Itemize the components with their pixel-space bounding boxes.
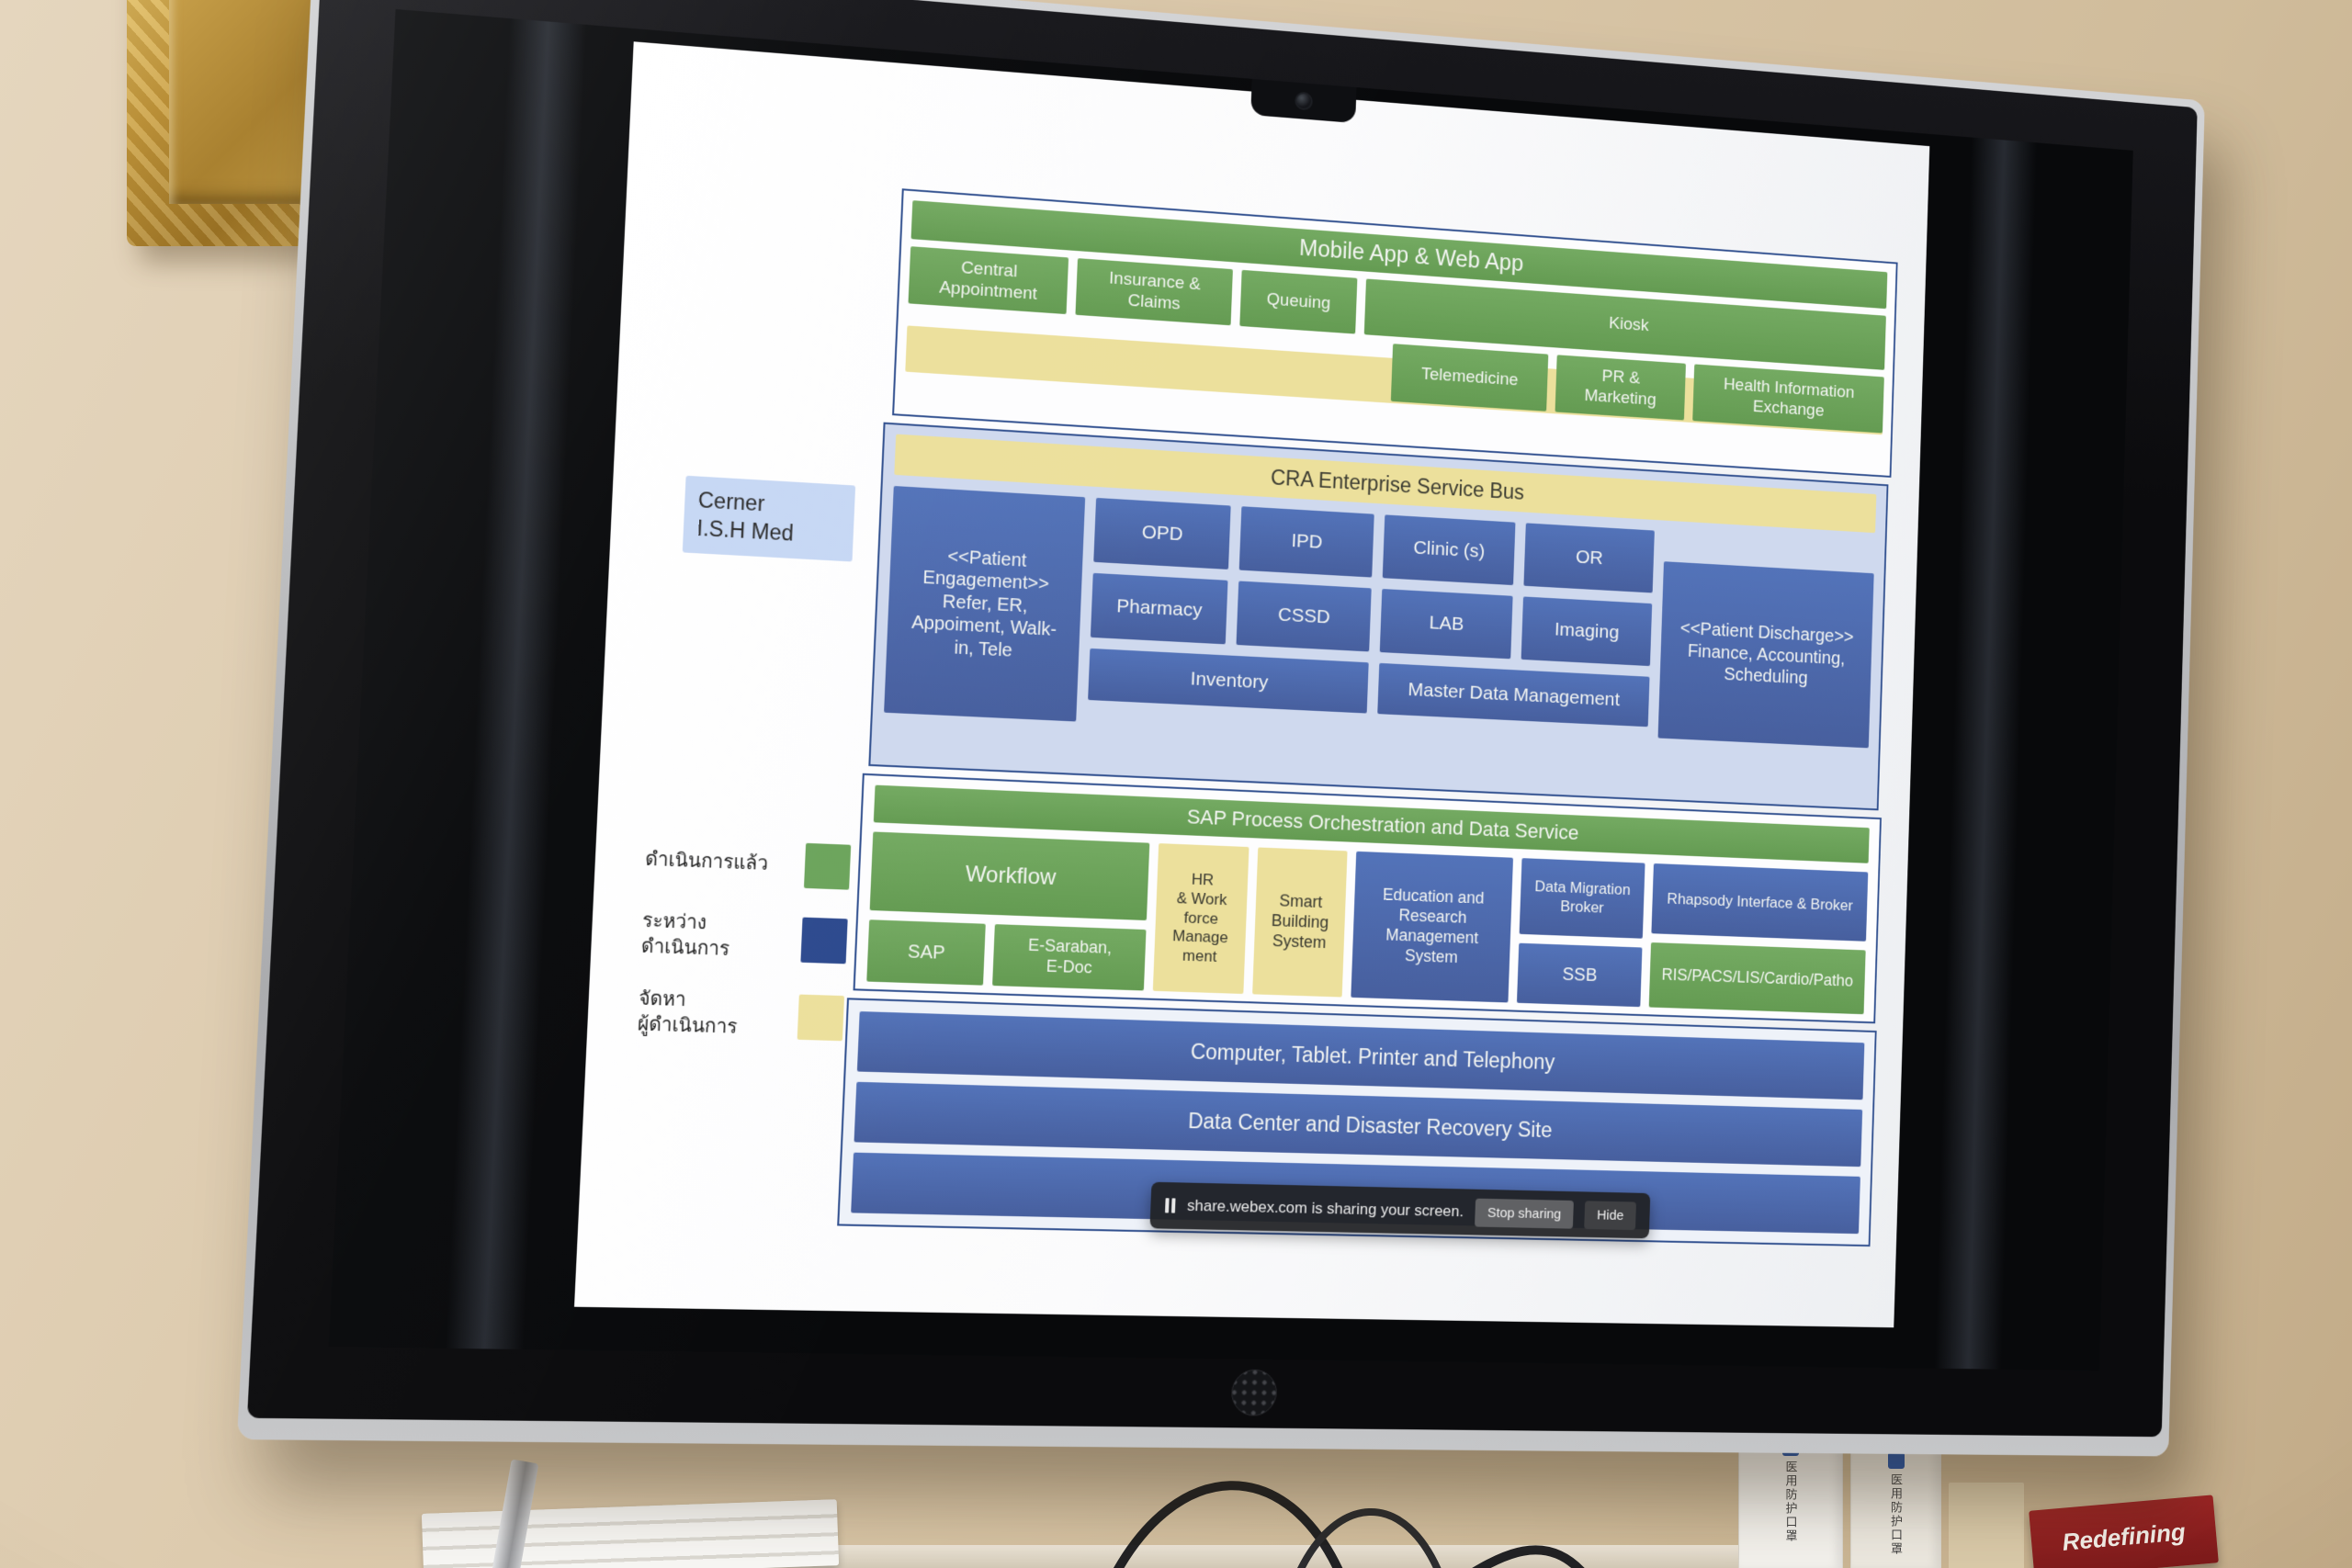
box-smart-building: Smart Building System <box>1252 847 1348 998</box>
tier-core-group: CRA Enterprise Service Bus <<Patient Eng… <box>868 422 1889 811</box>
box-data-migration-broker: Data Migration Broker <box>1519 858 1645 939</box>
box-lab: LAB <box>1379 589 1513 660</box>
legend: ดำเนินการแล้ว ระหว่าง ดำเนินการ จัดหา ผู… <box>637 837 852 1043</box>
legend-swatch-yellow <box>797 994 845 1042</box>
box-pharmacy: Pharmacy <box>1090 572 1228 645</box>
cerner-label: Cerner I.S.H Med <box>682 475 856 562</box>
box-sap: SAP <box>866 919 986 986</box>
presentation-slide: Cerner I.S.H Med ดำเนินการแล้ว ระหว่าง ด… <box>574 41 1930 1328</box>
legend-swatch-navy <box>800 917 848 964</box>
book-spine-text: 医用防护口罩 <box>1889 1473 1904 1556</box>
monitor-logo-button <box>1230 1369 1278 1416</box>
book-spine-text: 医用防护口罩 <box>1783 1461 1798 1543</box>
box-patient-engagement: <<Patient Engagement>> Refer, ER, Appoim… <box>884 485 1086 722</box>
box-queuing: Queuing <box>1239 269 1358 334</box>
legend-swatch-green <box>803 842 852 890</box>
box-inventory: Inventory <box>1088 648 1369 714</box>
stop-sharing-button[interactable]: Stop sharing <box>1475 1198 1575 1229</box>
legend-item-done: ดำเนินการแล้ว <box>644 837 852 890</box>
box-central-appointment: Central Appointment <box>908 246 1069 315</box>
box-clinics: Clinic (s) <box>1382 514 1516 586</box>
webcam-lens-icon <box>1295 91 1314 111</box>
box-patient-discharge: <<Patient Discharge>> Finance, Accountin… <box>1657 561 1874 749</box>
monitor-bezel: Cerner I.S.H Med ดำเนินการแล้ว ระหว่าง ด… <box>246 0 2198 1438</box>
books-shelf: 医用防护口罩 医用防护口罩 Redefining <box>1738 1426 2219 1568</box>
box-cssd: CSSD <box>1236 581 1372 652</box>
mask-box-2: 医用防护口罩 <box>1850 1444 1941 1568</box>
box-ris-pacs: RIS/PACS/LIS/Cardio/Patho <box>1648 942 1866 1015</box>
legend-item-inprogress: ระหว่าง ดำเนินการ <box>640 908 848 966</box>
book-logo-icon <box>1887 1452 1905 1469</box>
box-insurance-claims: Insurance & Claims <box>1075 258 1233 326</box>
box-or: OR <box>1523 523 1655 593</box>
legend-item-procure: จัดหา ผู้ดำเนินการ <box>637 987 845 1043</box>
box-imaging: Imaging <box>1521 596 1653 667</box>
box-rhapsody-broker: Rhapsody Interface & Broker <box>1651 863 1869 942</box>
tier-sap-group: SAP Process Orchestration and Data Servi… <box>853 773 1882 1024</box>
box-pr-marketing: PR & Marketing <box>1555 355 1686 421</box>
box-workflow: Workflow <box>869 831 1150 921</box>
box-hr-workforce: HR & Work force Manage ment <box>1152 843 1250 994</box>
white-books-stack <box>421 1499 840 1568</box>
box-esaraban: E-Saraban, E-Doc <box>992 924 1147 991</box>
webex-message: share.webex.com is sharing your screen. <box>1186 1196 1464 1221</box>
pause-icon <box>1164 1198 1176 1213</box>
screen: Cerner I.S.H Med ดำเนินการแล้ว ระหว่าง ด… <box>328 8 2133 1371</box>
hide-button[interactable]: Hide <box>1584 1200 1637 1230</box>
core-grid: OPD IPD Clinic (s) OR Pharmacy CSSD LAB … <box>1088 497 1655 728</box>
box-opd: OPD <box>1093 497 1231 570</box>
box-telemedicine: Telemedicine <box>1390 344 1549 412</box>
box-ssb: SSB <box>1516 942 1643 1008</box>
box-master-data-management: Master Data Management <box>1377 662 1650 728</box>
tan-book <box>1948 1483 2024 1568</box>
box-ipd: IPD <box>1238 506 1374 578</box>
box-education-research: Education and Research Management System <box>1351 851 1514 1003</box>
monitor: Cerner I.S.H Med ดำเนินการแล้ว ระหว่าง ด… <box>236 0 2205 1457</box>
red-book: Redefining <box>2028 1495 2219 1568</box>
cables <box>1114 1481 1585 1568</box>
